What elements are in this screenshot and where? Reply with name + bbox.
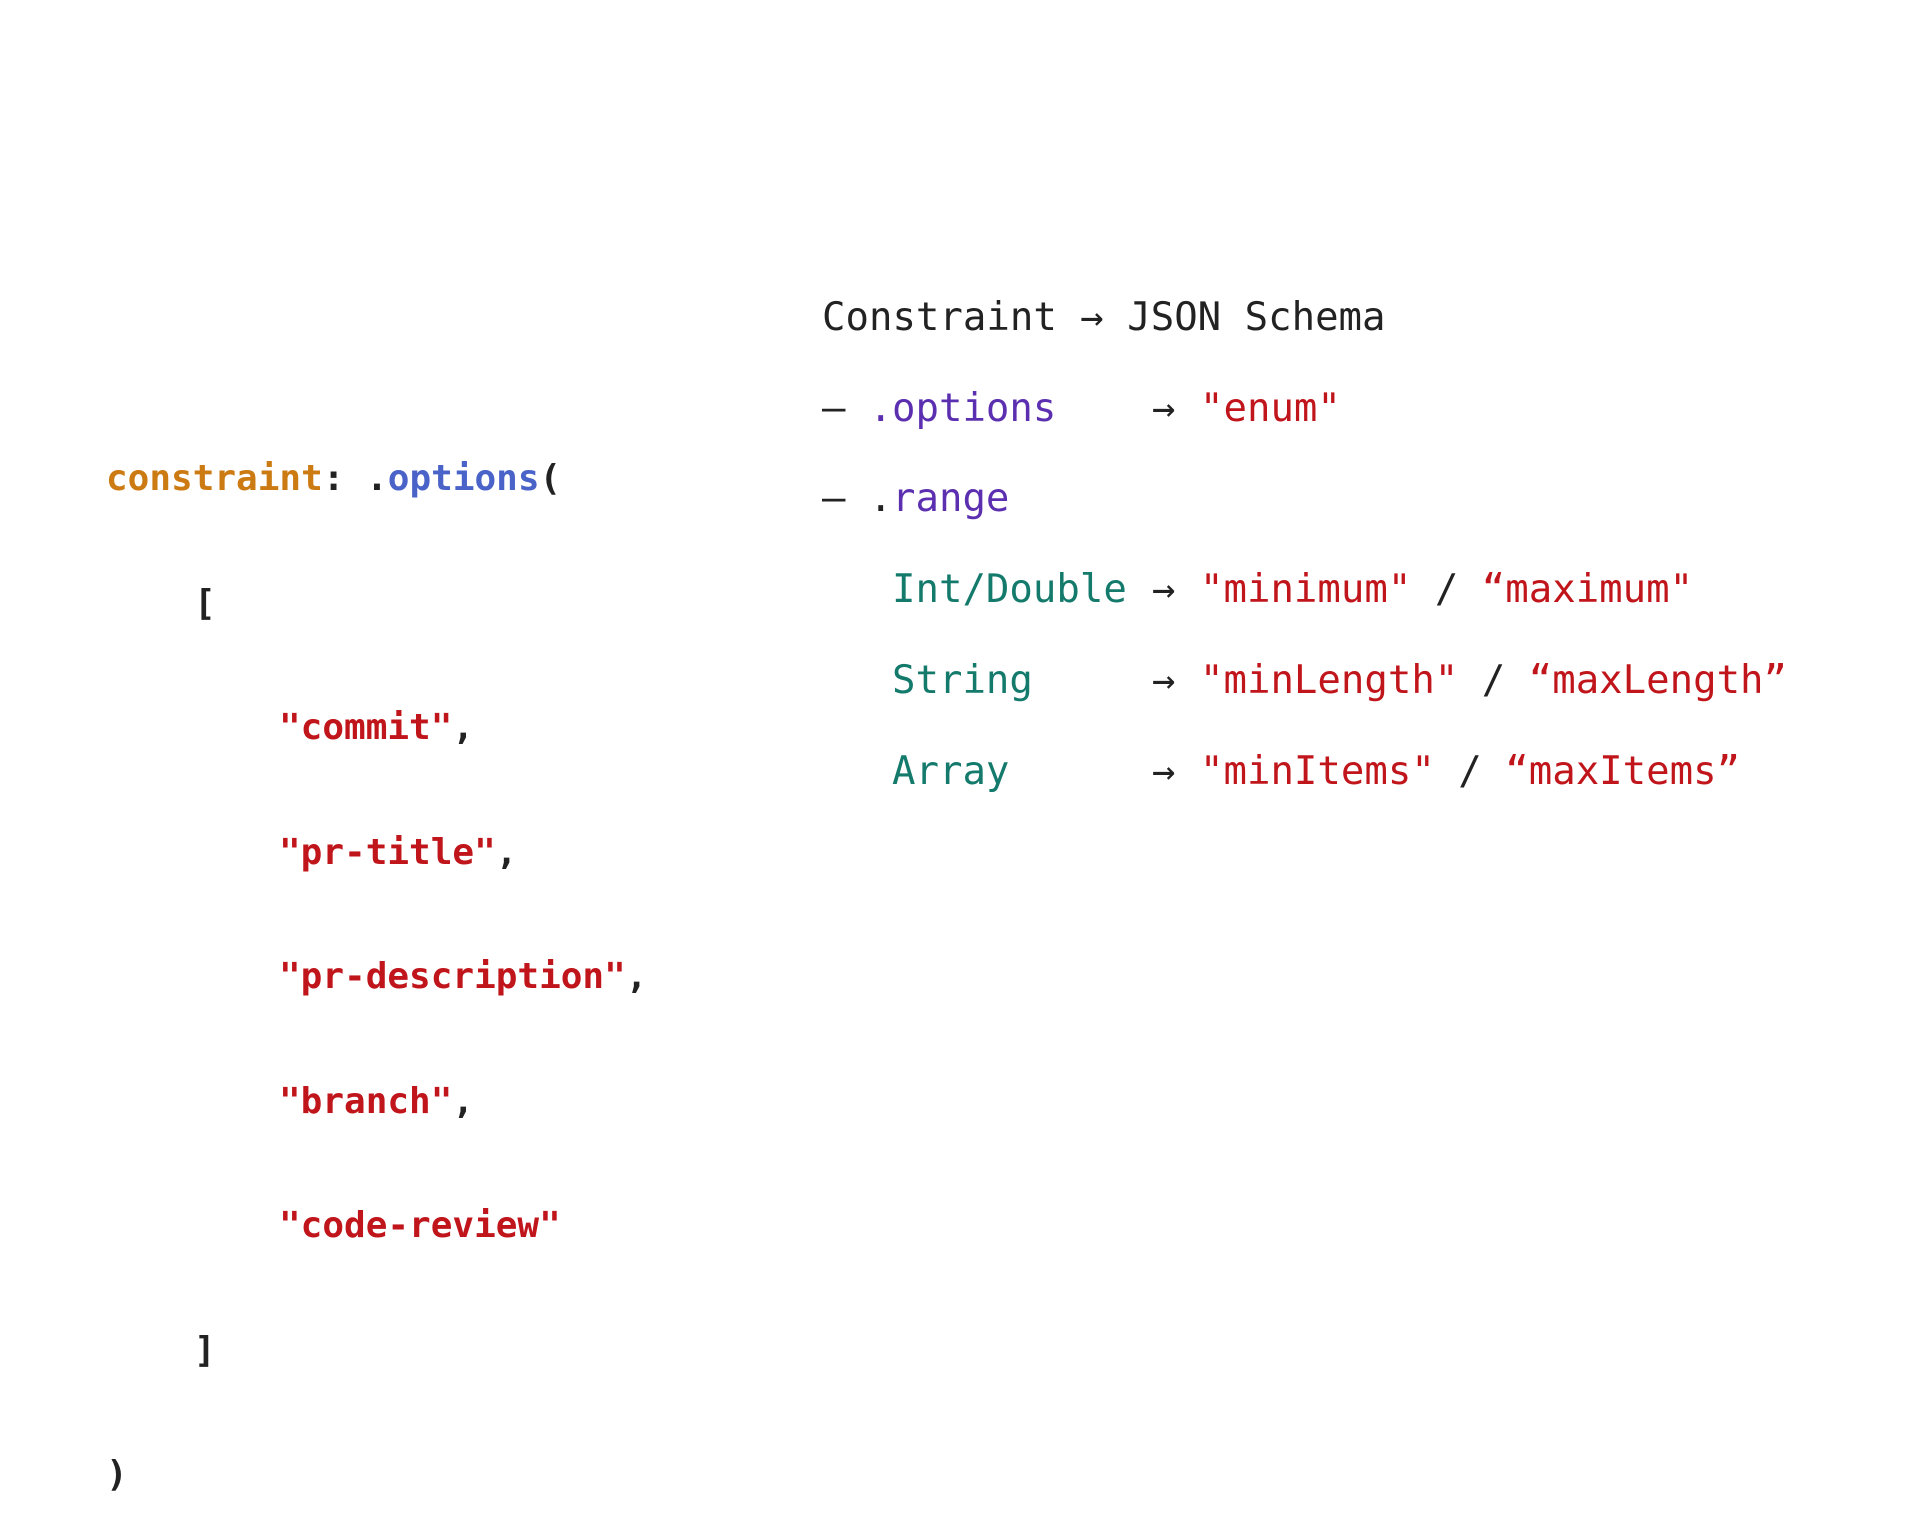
mapping-row-options: – . options → "enum" <box>822 384 1341 434</box>
property-dot: . <box>869 476 893 521</box>
code-line-item: "commit", <box>106 707 647 749</box>
arrow: → <box>1152 386 1176 431</box>
property-name: range <box>892 476 1010 521</box>
code-comma: , <box>452 707 475 748</box>
code-string-item: "pr-description" <box>279 956 626 997</box>
code-line-item: "pr-description", <box>106 956 647 998</box>
code-dot: . <box>366 458 388 499</box>
arrow: → <box>1152 658 1176 703</box>
mapping-row-int-double: Int/Double → "minimum" / “maximum" <box>822 565 1693 615</box>
schema-mapping: Constraint → JSON Schema – . options → "… <box>822 0 1882 1080</box>
code-sample: constraint: .options( [ "commit", "pr-ti… <box>106 375 647 1537</box>
code-colon: : <box>322 458 367 499</box>
type-name: String <box>892 658 1033 703</box>
code-line-constraint: constraint: .options( <box>106 458 647 500</box>
code-open-paren: ( <box>539 458 562 499</box>
separator: / <box>1458 749 1482 794</box>
schema-max-key: “maximum" <box>1481 567 1694 612</box>
schema-min-key: "minItems" <box>1200 749 1435 794</box>
code-line-item: "code-review" <box>106 1205 647 1247</box>
code-string-item: "branch" <box>279 1080 453 1122</box>
code-comma: , <box>452 1080 475 1122</box>
arrow: → <box>1152 567 1176 612</box>
code-string-item: "pr-title" <box>279 831 496 873</box>
code-line-close-paren: ) <box>106 1454 647 1496</box>
schema-key-pair: "minItems" / “maxItems” <box>1200 747 1740 797</box>
property-dot: . <box>869 386 893 431</box>
schema-max-key: “maxLength” <box>1528 658 1788 703</box>
mapping-row-string: String → "minLength" / “maxLength” <box>822 656 1787 706</box>
code-line-close-bracket: ] <box>106 1330 647 1372</box>
code-string-item: "code-review" <box>279 1205 561 1246</box>
arrow: → <box>1152 749 1176 794</box>
schema-min-key: "minLength" <box>1200 658 1459 703</box>
mapping-title: Constraint → JSON Schema <box>822 295 1386 340</box>
type-name: Int/Double <box>892 567 1127 612</box>
separator: / <box>1481 658 1506 703</box>
code-comma: , <box>625 956 648 997</box>
code-open-bracket: [ <box>194 582 216 624</box>
bullet-dash: – <box>822 386 846 431</box>
schema-key-pair: "minLength" / “maxLength” <box>1200 656 1787 706</box>
separator: / <box>1434 567 1459 612</box>
schema-key-pair: "minimum" / “maximum" <box>1200 565 1693 615</box>
mapping-row-array: Array → "minItems" / “maxItems” <box>822 747 1740 797</box>
type-name: Array <box>892 749 1010 794</box>
code-close-paren: ) <box>106 1454 128 1495</box>
code-comma: , <box>495 831 518 873</box>
bullet-dash: – <box>822 476 846 521</box>
code-keyword: constraint <box>106 458 323 499</box>
code-close-bracket: ] <box>194 1329 216 1371</box>
schema-min-key: "minimum" <box>1200 567 1412 612</box>
mapping-row-range: – . range <box>822 474 1009 524</box>
code-line-open-bracket: [ <box>106 583 647 625</box>
property-name: options <box>892 386 1057 431</box>
code-line-item: "pr-title", <box>106 832 647 874</box>
code-string-item: "commit" <box>279 707 453 748</box>
schema-max-key: “maxItems” <box>1505 749 1741 794</box>
code-line-item: "branch", <box>106 1081 647 1123</box>
code-method: options <box>387 458 540 499</box>
schema-key: "enum" <box>1200 386 1341 431</box>
